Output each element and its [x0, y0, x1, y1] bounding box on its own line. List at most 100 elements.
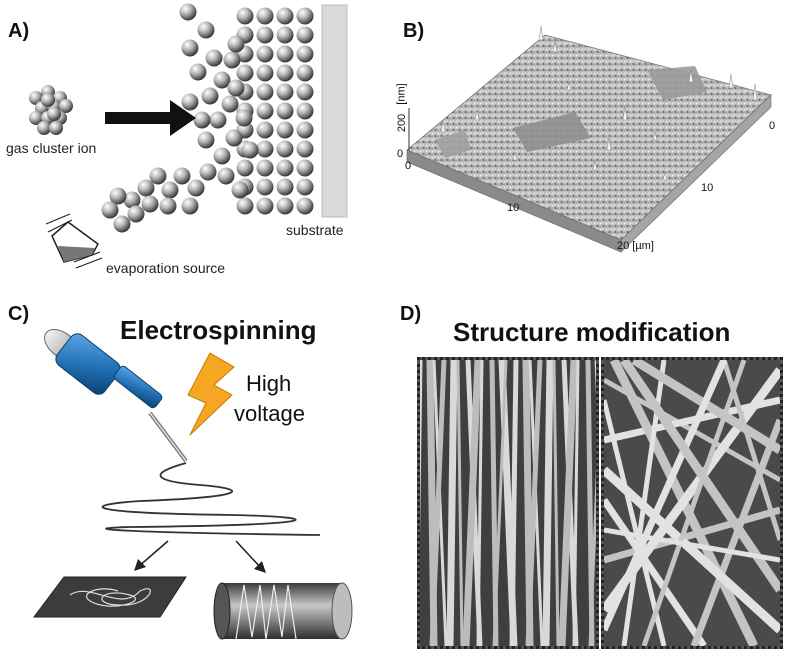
- aligned-fiber: [476, 360, 484, 646]
- aligned-fiber: [446, 360, 458, 646]
- aligned-fiber: [558, 360, 578, 646]
- aligned-fiber: [552, 360, 560, 646]
- atom-sphere: [213, 147, 231, 165]
- atom-sphere: [189, 63, 207, 81]
- aligned-fiber: [420, 360, 423, 539]
- cluster-sphere: [37, 121, 51, 135]
- afm-spike: [552, 41, 558, 53]
- afm-spike: [566, 81, 572, 91]
- afm-spike: [440, 119, 446, 133]
- cluster-deposition-illustration: [29, 3, 348, 269]
- atom-sphere: [256, 83, 274, 101]
- aligned-fiber: [588, 467, 596, 646]
- atom-sphere: [141, 195, 159, 213]
- panel-a: A) gas cluster ion evaporation source su…: [0, 0, 390, 290]
- panel-a-letter: A): [8, 20, 30, 42]
- atom-sphere: [205, 49, 223, 67]
- afm-spike: [622, 105, 628, 121]
- z-axis-zero: 0: [397, 148, 404, 160]
- atom-sphere: [193, 111, 211, 129]
- afm-flat-region: [513, 112, 591, 152]
- aligned-fiber: [572, 360, 580, 646]
- random-fiber: [604, 498, 707, 646]
- atom-sphere: [199, 163, 217, 181]
- structure-modification-title: Structure modification: [453, 317, 731, 347]
- aligned-fiber: [456, 360, 464, 646]
- atom-sphere: [276, 83, 294, 101]
- atom-sphere: [137, 179, 155, 197]
- atom-sphere: [256, 140, 274, 158]
- random-fiber-mat: [69, 588, 151, 607]
- gas-cluster-ion-label: gas cluster ion: [6, 140, 97, 156]
- atom-sphere: [256, 7, 274, 25]
- atom-sphere: [179, 3, 197, 21]
- atom-sphere: [256, 178, 274, 196]
- afm-spike: [592, 159, 598, 171]
- atom-sphere: [296, 140, 314, 158]
- z-axis-tick: 200: [396, 113, 409, 133]
- cluster-sphere: [29, 111, 43, 125]
- arrow-icon: [105, 100, 196, 136]
- arrow-right: [235, 540, 263, 570]
- aligned-fiber: [594, 360, 596, 396]
- x-axis-zero: 0: [405, 160, 412, 172]
- aligned-fiber: [429, 360, 447, 646]
- afm-flat-region: [435, 130, 471, 158]
- syringe-icon: [44, 328, 188, 463]
- random-fiber: [620, 360, 780, 593]
- atom-sphere: [236, 197, 254, 215]
- atom-sphere: [149, 167, 167, 185]
- atom-sphere: [113, 215, 131, 233]
- drum-collector: [213, 582, 353, 640]
- afm-spike: [538, 25, 544, 41]
- afm-spike: [606, 137, 612, 151]
- cluster-sphere: [47, 107, 61, 121]
- atom-sphere: [221, 95, 239, 113]
- electrospinning-illustration: [33, 328, 353, 640]
- atom-sphere: [227, 35, 245, 53]
- cluster-sphere: [41, 93, 55, 107]
- atom-sphere: [296, 7, 314, 25]
- atom-sphere: [231, 181, 249, 199]
- atom-sphere: [276, 7, 294, 25]
- x-axis-end: 20 [µm]: [617, 240, 654, 252]
- panel-c-letter: C): [8, 303, 30, 325]
- substrate-label: substrate: [286, 222, 344, 238]
- aligned-fibers-sem: [417, 357, 599, 649]
- cluster-sphere: [59, 99, 73, 113]
- afm-spike: [728, 73, 734, 89]
- atom-sphere: [296, 102, 314, 120]
- afm-spike: [512, 151, 518, 161]
- electrospinning-title: Electrospinning: [120, 315, 317, 345]
- atom-sphere: [127, 205, 145, 223]
- atom-sphere: [296, 64, 314, 82]
- atom-sphere: [236, 7, 254, 25]
- atom-sphere: [187, 179, 205, 197]
- random-fiber: [604, 360, 728, 632]
- atom-sphere: [276, 178, 294, 196]
- atom-sphere: [181, 197, 199, 215]
- atom-sphere: [256, 197, 274, 215]
- panel-d-letter: D): [400, 303, 422, 325]
- atom-sphere: [213, 71, 231, 89]
- atom-sphere: [209, 111, 227, 129]
- atom-sphere: [256, 45, 274, 63]
- atom-sphere: [201, 87, 219, 105]
- afm-spike: [688, 69, 694, 83]
- substrate-plate: [321, 4, 348, 218]
- y-axis-zero: 0: [769, 120, 776, 132]
- panel-d: D) Structure modification: [395, 295, 790, 653]
- random-fiber: [604, 466, 780, 634]
- fiber-jet: [101, 462, 321, 536]
- random-fiber: [604, 399, 667, 646]
- atom-sphere: [235, 109, 253, 127]
- afm-spike: [474, 109, 480, 121]
- atom-sphere: [296, 45, 314, 63]
- arrow-left: [137, 540, 169, 568]
- afm-spike: [662, 171, 668, 181]
- atom-sphere: [197, 131, 215, 149]
- afm-surface-plot: [406, 25, 772, 253]
- atom-sphere: [256, 102, 274, 120]
- atom-sphere: [296, 159, 314, 177]
- atom-sphere: [256, 159, 274, 177]
